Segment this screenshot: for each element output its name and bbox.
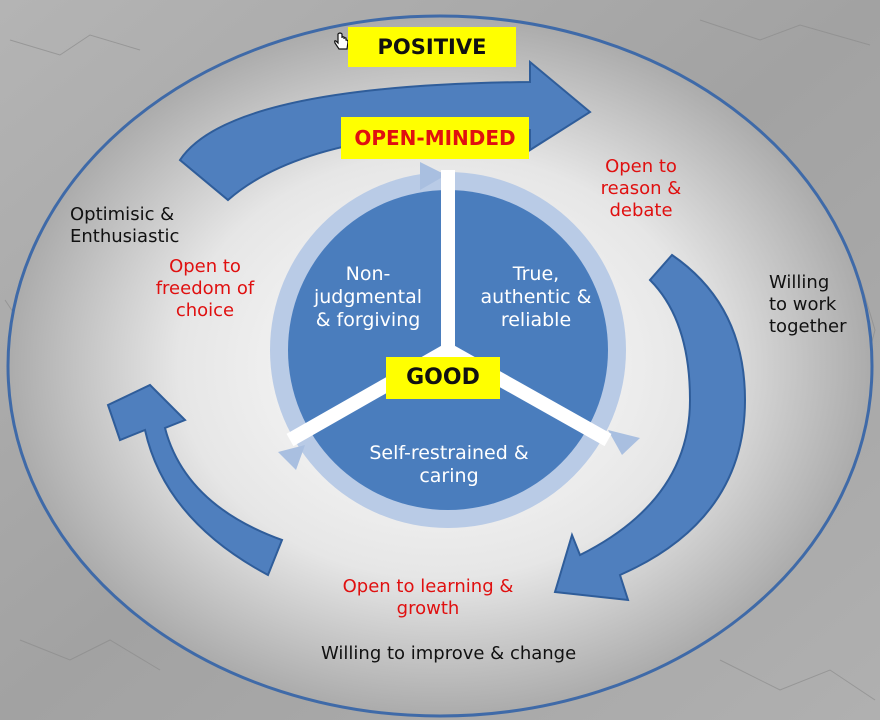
left-cycle-arrow xyxy=(106,383,284,577)
open-freedom-label: Open to freedom of choice xyxy=(155,256,255,321)
hand-cursor-icon xyxy=(334,32,349,50)
open-learning-label: Open to learning & growth xyxy=(342,576,514,619)
segment-non-judgmental: Non- judgmental & forgiving xyxy=(313,263,423,332)
optimistic-label: Optimisic & Enthusiastic xyxy=(70,204,180,247)
segment-self-restrained: Self-restrained & caring xyxy=(369,442,529,488)
willing-improve-label: Willing to improve & change xyxy=(321,643,577,664)
right-cycle-arrow xyxy=(553,253,747,602)
segment-true-authentic: True, authentic & reliable xyxy=(480,263,592,332)
ring-arrowhead-right xyxy=(608,430,640,455)
ring-arrowhead-top xyxy=(420,162,446,190)
open-minded-label: OPEN-MINDED xyxy=(341,117,529,159)
good-label: GOOD xyxy=(386,357,500,399)
open-reason-label: Open to reason & debate xyxy=(600,156,682,221)
positive-label: POSITIVE xyxy=(348,27,516,67)
ring-arrowhead-left xyxy=(278,445,305,470)
willing-work-label: Willing to work together xyxy=(769,272,847,337)
